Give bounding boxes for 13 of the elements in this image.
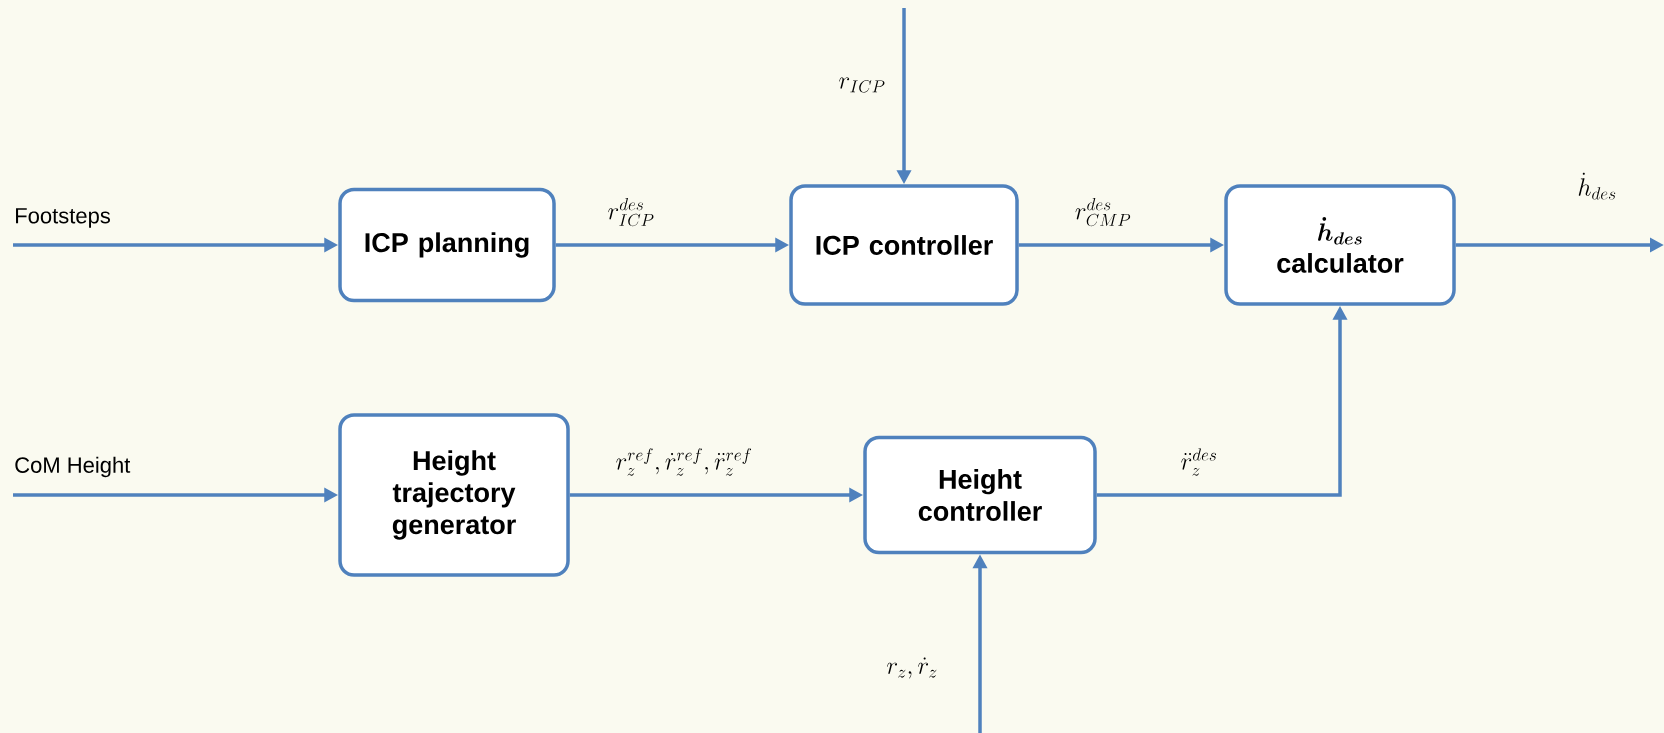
process-box: Height controller	[863, 435, 1097, 555]
input-label: CoM Height	[15, 456, 131, 478]
process-box: ICP planning	[338, 187, 556, 303]
input-label: Footsteps	[16, 208, 111, 228]
edge-label: $r_{ICP}^{des}$	[605, 196, 657, 228]
process-box: Height trajectory generator	[338, 413, 570, 577]
edge-label: $\dot{h}_{des}$	[1575, 170, 1619, 202]
edge-label: $\ddot{r}_z^{des}$	[1178, 446, 1220, 478]
edge-label: $r_{CMP}^{des}$	[1072, 196, 1134, 228]
process-box: $\boldsymbol{\dot{h}_{des}}$ calculator	[1224, 184, 1456, 306]
edge-label: $r_z, \dot{r}_z$	[884, 655, 940, 681]
edge-label: $r_z^{ref}, \dot{r}_z^{ref}, \ddot{r}_z^{ref}$	[613, 446, 755, 478]
process-box: ICP controller	[789, 184, 1019, 306]
